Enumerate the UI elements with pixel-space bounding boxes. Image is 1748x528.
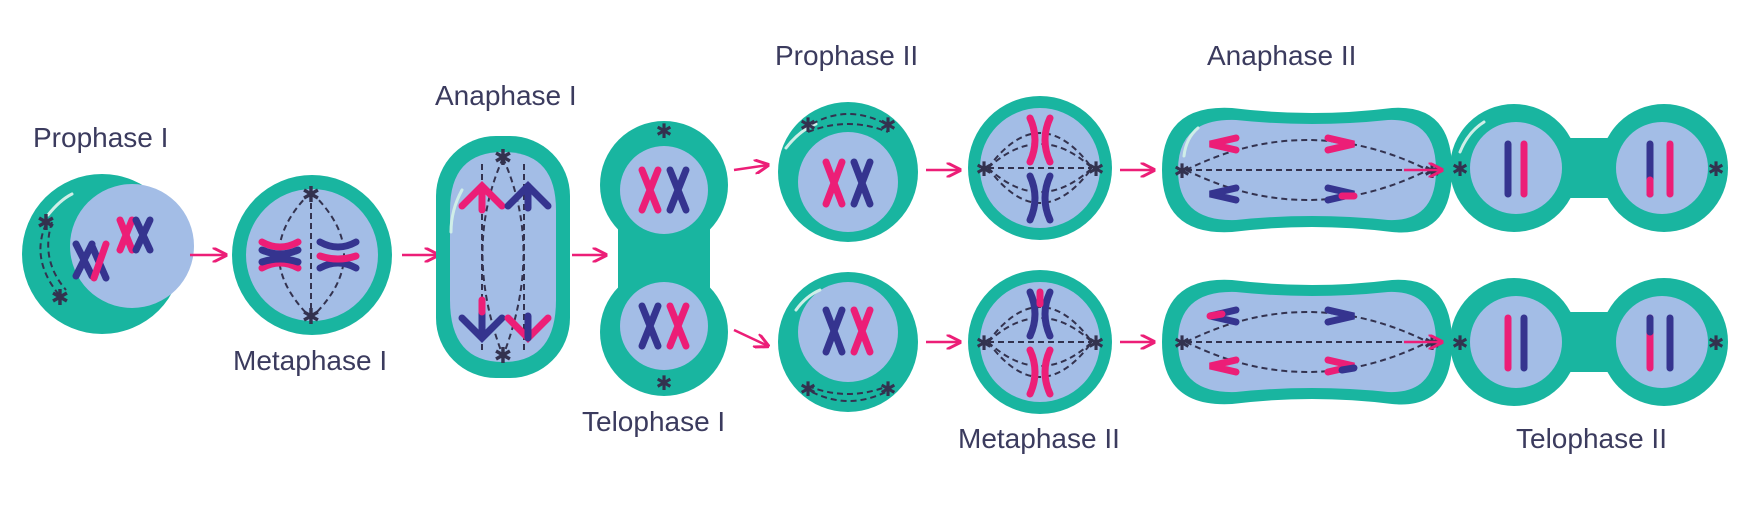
label-telophase-2: Telophase II xyxy=(1516,423,1667,454)
chromosome-icon xyxy=(1209,134,1358,204)
cell-telophase-2-top: ✱ ✱ xyxy=(1450,104,1728,232)
centrosome-icon: ✱ xyxy=(1708,331,1725,355)
cell-prophase-2-bottom: ✱ ✱ xyxy=(778,272,918,412)
centrosome-icon: ✱ xyxy=(302,183,320,208)
chromosome-icon xyxy=(458,181,552,343)
chromosome-icon xyxy=(1504,140,1674,198)
label-metaphase-1: Metaphase I xyxy=(233,345,388,376)
chromosome-icon xyxy=(72,216,154,282)
centrosome-icon: ✱ xyxy=(51,286,69,311)
cell-metaphase-2-top: ✱ ✱ xyxy=(968,96,1112,240)
centrosome-icon: ✱ xyxy=(494,146,512,171)
centrosome-icon: ✱ xyxy=(1174,331,1191,355)
cell-metaphase-2-bottom: ✱ ✱ xyxy=(968,270,1112,414)
label-prophase-2: Prophase II xyxy=(775,40,919,71)
chromosome-icon xyxy=(1504,314,1674,372)
centrosome-icon: ✱ xyxy=(800,113,817,137)
centrosome-icon: ✱ xyxy=(656,119,673,143)
cell-anaphase-2-top: ✱ ✱ xyxy=(1162,107,1452,233)
centrosome-icon: ✱ xyxy=(1452,157,1469,181)
cell-telophase-2-bottom: ✱ ✱ xyxy=(1450,278,1728,406)
arrow-right-icon xyxy=(733,328,768,346)
centrosome-icon: ✱ xyxy=(1174,159,1191,183)
cell-anaphase-2-bottom: ✱ ✱ xyxy=(1162,279,1452,405)
centrosome-icon: ✱ xyxy=(880,377,897,401)
centrosome-icon: ✱ xyxy=(494,344,512,369)
label-prophase-1: Prophase I xyxy=(33,122,169,153)
centrosome-icon: ✱ xyxy=(656,371,673,395)
cell-anaphase-1: ✱ ✱ xyxy=(436,136,570,378)
chromosome-icon xyxy=(1026,114,1054,224)
centrosome-icon: ✱ xyxy=(1088,331,1105,355)
centrosome-icon: ✱ xyxy=(1088,157,1105,181)
cell-prophase-1: ✱ ✱ xyxy=(22,174,194,334)
centrosome-icon: ✱ xyxy=(800,377,817,401)
chromosome-icon xyxy=(638,166,690,350)
cell-metaphase-1: ✱ ✱ xyxy=(232,175,392,335)
chromosome-icon xyxy=(1206,306,1358,376)
centrosome-icon: ✱ xyxy=(302,305,320,330)
centrosome-icon: ✱ xyxy=(37,211,55,236)
chromosome-icon xyxy=(822,306,874,356)
cell-prophase-2-top: ✱ ✱ xyxy=(778,102,918,242)
chromosome-icon xyxy=(258,238,360,272)
centrosome-icon: ✱ xyxy=(976,331,993,355)
chromosome-icon xyxy=(822,158,874,208)
cell-telophase-1: ✱ ✱ xyxy=(600,119,728,396)
centrosome-icon: ✱ xyxy=(880,113,897,137)
arrow-right-icon xyxy=(733,165,768,170)
centrosome-icon: ✱ xyxy=(976,157,993,181)
centrosome-icon: ✱ xyxy=(1708,157,1725,181)
chromosome-icon xyxy=(1026,288,1054,398)
label-anaphase-2: Anaphase II xyxy=(1207,40,1357,71)
label-telophase-1: Telophase I xyxy=(582,406,726,437)
centrosome-icon: ✱ xyxy=(1452,331,1469,355)
label-anaphase-1: Anaphase I xyxy=(435,80,577,111)
label-metaphase-2: Metaphase II xyxy=(958,423,1120,454)
